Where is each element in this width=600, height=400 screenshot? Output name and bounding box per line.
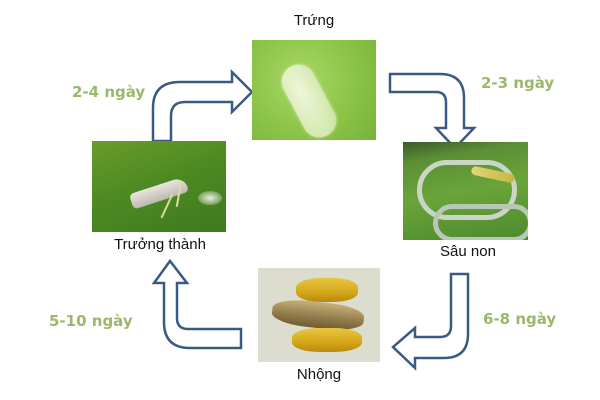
arrow-adult-to-egg — [151, 68, 254, 143]
stage-label-pupa: Nhộng — [296, 366, 342, 383]
egg-shape — [275, 58, 343, 140]
egg-photo — [252, 40, 376, 140]
pupa-shape-bottom — [292, 328, 362, 352]
stage-label-larva: Sâu non — [440, 243, 496, 260]
larva-photo — [403, 142, 528, 240]
duration-pupa-to-adult: 5-10 ngày — [49, 312, 133, 330]
leaf-mine-trail-lower — [433, 204, 528, 240]
adult-photo — [92, 141, 226, 232]
stage-label-egg: Trứng — [293, 12, 335, 29]
duration-egg-to-larva: 2-3 ngày — [481, 74, 555, 92]
stage-label-adult: Trưởng thành — [114, 236, 206, 253]
duration-adult-to-egg: 2-4 ngày — [72, 83, 146, 101]
pupa-shape-top — [296, 278, 358, 302]
pupa-photo — [258, 268, 380, 362]
arrow-larva-to-pupa — [391, 272, 470, 371]
duration-larva-to-pupa: 6-8 ngày — [483, 310, 557, 328]
arrow-pupa-to-adult — [151, 258, 243, 350]
arrow-egg-to-larva — [388, 72, 477, 150]
sparkle-residue — [198, 191, 222, 205]
